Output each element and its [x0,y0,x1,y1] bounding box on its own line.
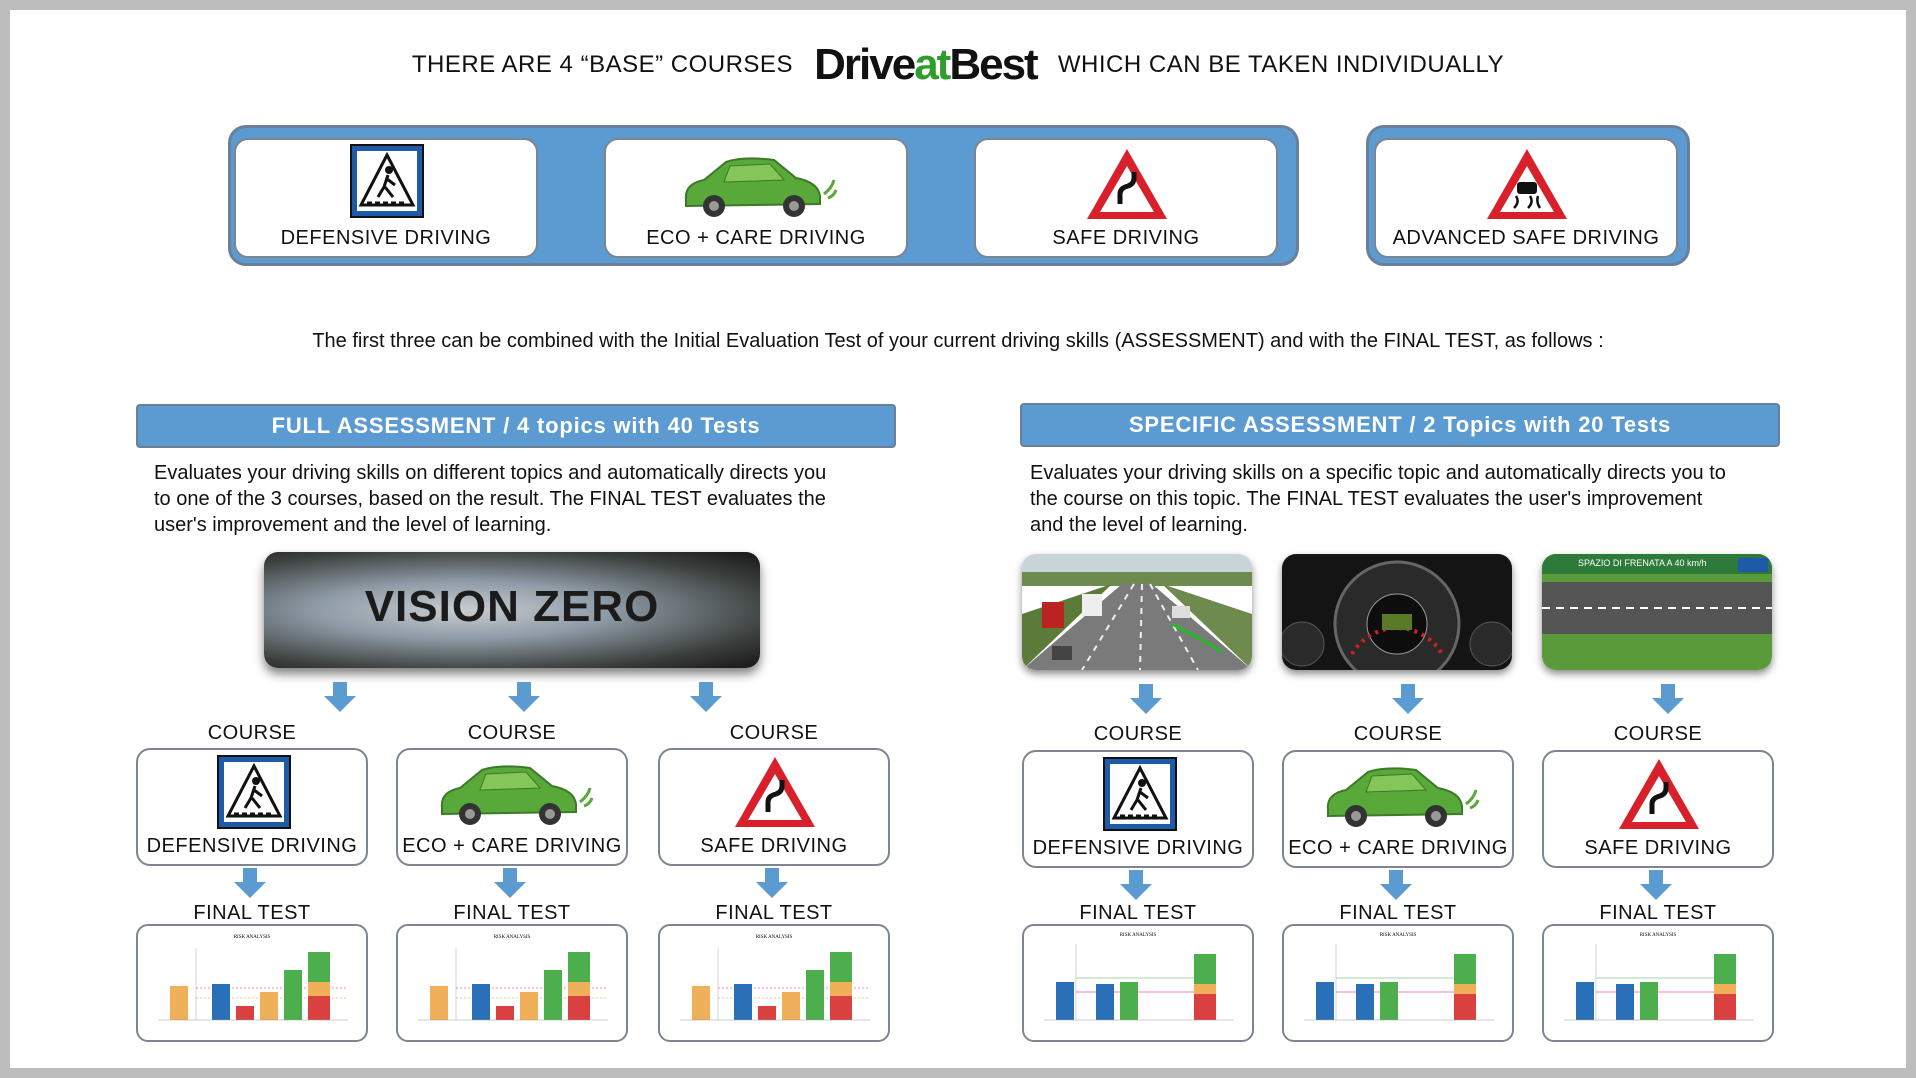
final-test-chart-card[interactable]: RISK ANALYSIS [658,924,890,1042]
eco-car-icon [684,157,838,217]
base-course-defensive[interactable]: DEFENSIVE DRIVING [234,138,538,258]
braking-distance-photo: SPAZIO DI FRENATA A 40 km/h [1542,554,1772,670]
base-course-label: ADVANCED SAFE DRIVING [1392,227,1660,249]
risk-analysis-chart: RISK ANALYSIS [1044,933,1234,1021]
vision-zero-banner: VISION ZERO [264,552,760,668]
course-card-eco[interactable]: ECO + CARE DRIVING [396,748,628,866]
eco-car-icon [440,765,594,825]
curve-warning-icon [1619,759,1699,829]
risk-analysis-chart: RISK ANALYSIS [1304,933,1494,1021]
base-course-label: DEFENSIVE DRIVING [280,227,492,249]
arrow-down-icon [508,682,540,712]
chart-title: RISK ANALYSIS [756,935,793,940]
course-card-ped[interactable]: DEFENSIVE DRIVING [1022,750,1254,868]
course-card-ped[interactable]: DEFENSIVE DRIVING [136,748,368,866]
course-card-eco[interactable]: ECO + CARE DRIVING [1282,750,1514,868]
slippery-road-icon [1487,149,1567,219]
specific-assessment-desc: Evaluates your driving skills on a speci… [1030,462,1726,536]
course-card-label: SAFE DRIVING [1584,837,1732,859]
header-prefix: THERE ARE 4 “BASE” COURSES [411,51,793,78]
arrow-down-icon [1380,870,1412,900]
arrow-down-icon [324,682,356,712]
curve-warning-icon [1087,149,1167,219]
arrow-down-icon [1120,870,1152,900]
full-assessment-bar[interactable]: FULL ASSESSMENT / 4 topics with 40 Tests [136,404,896,448]
course-label: COURSE [467,722,557,744]
pedestrian-crossing-icon [1103,757,1177,831]
final-test-chart-card[interactable]: RISK ANALYSIS [396,924,628,1042]
chart-title: RISK ANALYSIS [1640,933,1677,938]
arrow-down-icon [1130,684,1162,714]
final-test-label: FINAL TEST [1339,902,1457,924]
risk-analysis-chart: RISK ANALYSIS [680,935,870,1021]
final-test-label: FINAL TEST [1599,902,1717,924]
arrow-down-icon [756,868,788,898]
final-test-chart-card[interactable]: RISK ANALYSIS [1542,924,1774,1042]
chart-title: RISK ANALYSIS [494,935,531,940]
base-course-advanced[interactable]: ADVANCED SAFE DRIVING [1374,138,1678,258]
dashboard-photo [1282,554,1512,670]
pedestrian-crossing-icon [217,755,291,829]
course-label: COURSE [207,722,297,744]
arrow-down-icon [1652,684,1684,714]
page-frame: THERE ARE 4 “BASE” COURSES DriveatBest W… [10,10,1906,1068]
arrow-down-icon [690,682,722,712]
brand-logo: DriveatBest [814,40,1039,89]
course-card-label: ECO + CARE DRIVING [402,835,622,857]
full-assessment-desc: Evaluates your driving skills on differe… [154,462,827,536]
header-suffix: WHICH CAN BE TAKEN INDIVIDUALLY [1057,51,1505,78]
specific-assessment-bar[interactable]: SPECIFIC ASSESSMENT / 2 Topics with 20 T… [1020,403,1780,447]
course-label: COURSE [1093,723,1183,745]
final-test-label: FINAL TEST [715,902,833,924]
course-card-label: SAFE DRIVING [700,835,848,857]
chart-title: RISK ANALYSIS [234,935,271,940]
page-header: THERE ARE 4 “BASE” COURSES DriveatBest W… [10,40,1906,90]
base-course-safe[interactable]: SAFE DRIVING [974,138,1278,258]
course-card-label: DEFENSIVE DRIVING [146,835,358,857]
final-test-chart-card[interactable]: RISK ANALYSIS [1282,924,1514,1042]
course-label: COURSE [729,722,819,744]
chart-title: RISK ANALYSIS [1120,933,1157,938]
arrow-down-icon [494,868,526,898]
highway-photo [1022,554,1252,670]
arrow-down-icon [1640,870,1672,900]
course-card-label: DEFENSIVE DRIVING [1032,837,1244,859]
braking-distance-text: SPAZIO DI FRENATA A 40 km/h [1578,558,1707,568]
course-card-label: ECO + CARE DRIVING [1288,837,1508,859]
chart-title: RISK ANALYSIS [1380,933,1417,938]
intro-text: The first three can be combined with the… [312,330,1604,352]
course-label: COURSE [1613,723,1703,745]
final-test-label: FINAL TEST [193,902,311,924]
final-test-label: FINAL TEST [1079,902,1197,924]
arrow-down-icon [234,868,266,898]
curve-warning-icon [735,757,815,827]
pedestrian-crossing-icon [350,144,424,218]
final-test-chart-card[interactable]: RISK ANALYSIS [136,924,368,1042]
final-test-label: FINAL TEST [453,902,571,924]
risk-analysis-chart: RISK ANALYSIS [418,935,608,1021]
base-course-label: SAFE DRIVING [1052,227,1200,249]
arrow-down-icon [1392,684,1424,714]
risk-analysis-chart: RISK ANALYSIS [158,935,348,1021]
base-course-eco[interactable]: ECO + CARE DRIVING [604,138,908,258]
base-course-label: ECO + CARE DRIVING [646,227,866,249]
course-card-safe[interactable]: SAFE DRIVING [1542,750,1774,868]
course-card-safe[interactable]: SAFE DRIVING [658,748,890,866]
eco-car-icon [1326,767,1480,827]
risk-analysis-chart: RISK ANALYSIS [1564,933,1754,1021]
course-label: COURSE [1353,723,1443,745]
final-test-chart-card[interactable]: RISK ANALYSIS [1022,924,1254,1042]
